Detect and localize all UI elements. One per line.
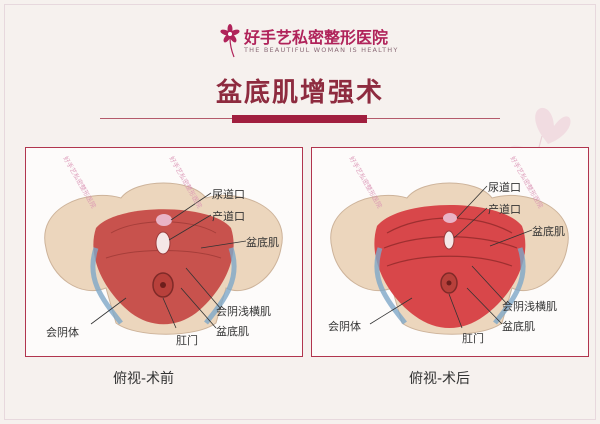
label-anus: 肛门 [462,332,484,345]
label-urethra: 尿道口 [212,188,245,201]
label-pelvic-floor-2: 盆底肌 [502,320,535,333]
title-underline [100,115,500,123]
caption-before: 俯视-术前 [113,371,175,387]
label-pelvic-floor: 盆底肌 [532,225,565,238]
label-pelvic-floor-2: 盆底肌 [216,325,249,338]
panel-after: 尿道口 产道口 盆底肌 会阴浅横肌 盆底肌 肛门 会阴体 好手艺私密整形医院 好… [311,147,589,357]
brand-name: 好手艺私密整形医院 [244,28,389,47]
panel-before: 尿道口 产道口 盆底肌 会阴浅横肌 盆底肌 肛门 会阴体 好手艺私密整形医院 好… [25,147,303,357]
label-vagina: 产道口 [212,210,245,223]
header: 好手艺私密整形医院 THE BEAUTIFUL WOMAN IS HEALTHY [0,10,600,70]
label-perineum: 会阴体 [46,326,79,339]
flower-logo-icon [220,24,240,58]
label-perineum: 会阴体 [328,320,361,333]
caption-after: 俯视-术后 [409,371,471,387]
pelvis-illustration-before [44,182,283,335]
label-pelvic-floor: 盆底肌 [246,236,279,249]
page-frame [4,4,596,420]
label-anus: 肛门 [176,334,198,347]
label-transverse-muscle: 会阴浅横肌 [502,300,557,313]
page-title: 盆底肌增强术 [215,78,384,108]
label-urethra: 尿道口 [488,181,521,194]
pelvis-illustration-after [330,182,569,335]
brand: 好手艺私密整形医院 THE BEAUTIFUL WOMAN IS HEALTHY [220,22,410,62]
label-vagina: 产道口 [488,203,521,216]
brand-slogan: THE BEAUTIFUL WOMAN IS HEALTHY [244,46,399,54]
label-transverse-muscle: 会阴浅横肌 [216,305,271,318]
